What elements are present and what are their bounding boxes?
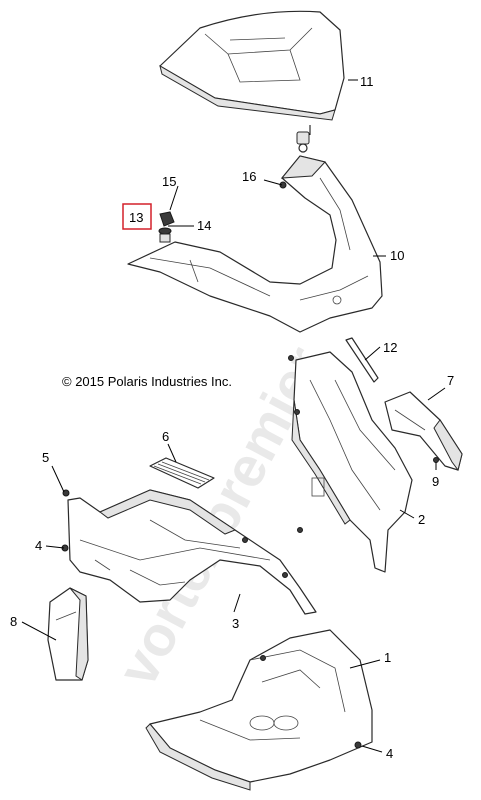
part-8-fender-flap xyxy=(47,544,89,681)
callout-labels: 11 10 15 13 14 16 12 7 9 2 6 5 4 3 8 1 4 xyxy=(10,74,454,761)
callout-7: 7 xyxy=(447,373,454,388)
callout-4-lower: 4 xyxy=(386,746,393,761)
part-11-hood xyxy=(159,10,345,121)
fastener-5 xyxy=(62,489,70,497)
fastener-16 xyxy=(279,181,287,189)
part-6-grille xyxy=(149,457,215,489)
leader-lines xyxy=(21,79,446,753)
callout-6: 6 xyxy=(162,429,169,444)
callout-3: 3 xyxy=(232,616,239,631)
callout-10: 10 xyxy=(390,248,404,263)
copyright-notice: © 2015 Polaris Industries Inc. xyxy=(62,374,232,389)
fastener-9 xyxy=(433,457,439,463)
part-7-bracket xyxy=(384,391,463,472)
callout-11: 11 xyxy=(360,74,374,89)
part-1-floor-console xyxy=(145,629,373,791)
clip-stack-13-14-15 xyxy=(158,211,175,243)
part-3-front-body xyxy=(62,489,317,615)
callout-16: 16 xyxy=(242,169,256,184)
callout-4-upper: 4 xyxy=(35,538,42,553)
fastener-4-lower xyxy=(354,741,362,749)
callout-13-highlight xyxy=(122,203,152,230)
callout-14: 14 xyxy=(197,218,211,233)
callout-13: 13 xyxy=(129,210,143,225)
part-12-rod xyxy=(345,337,379,383)
callout-9: 9 xyxy=(432,474,439,489)
callout-2: 2 xyxy=(418,512,425,527)
callout-12: 12 xyxy=(383,340,397,355)
callout-5: 5 xyxy=(42,450,49,465)
hood-latch xyxy=(296,131,310,153)
part-2-side-panel xyxy=(288,351,413,573)
part-10-dash xyxy=(127,155,383,333)
callout-15: 15 xyxy=(162,174,176,189)
callout-1: 1 xyxy=(384,650,391,665)
callout-8: 8 xyxy=(10,614,17,629)
